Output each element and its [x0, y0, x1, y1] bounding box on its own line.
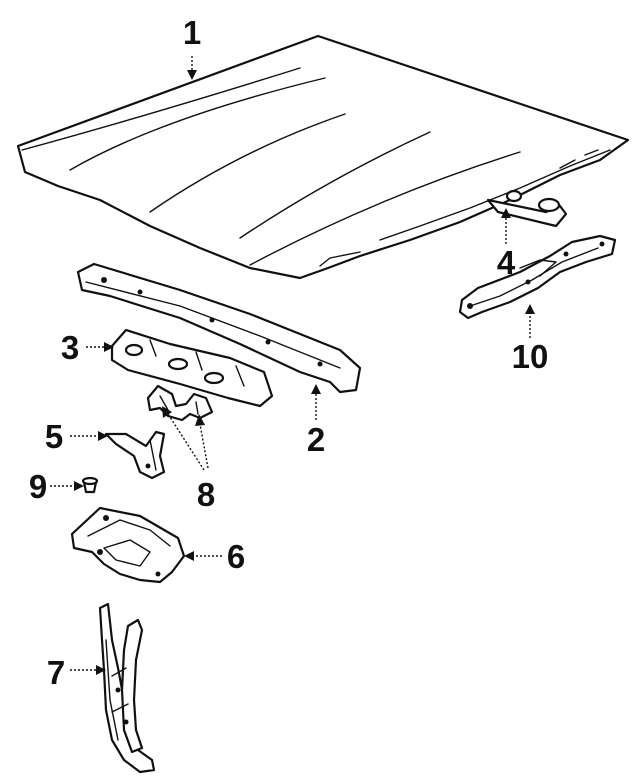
hinge: [458, 234, 617, 320]
front-rail: [76, 262, 362, 394]
arrowhead-1: [187, 70, 197, 80]
arrowhead-9: [74, 481, 84, 491]
support-brace: [98, 602, 156, 774]
leader-8b: [199, 423, 209, 469]
callout-5: 5: [45, 418, 63, 455]
callout-8: 8: [197, 476, 215, 513]
bumper: [81, 476, 99, 494]
arrowhead-8a: [162, 406, 172, 418]
arrowhead-6: [184, 551, 194, 561]
arrowhead-3: [104, 342, 114, 352]
callout-9: 9: [29, 468, 47, 505]
arrowhead-7: [96, 665, 106, 675]
hood-panel: [16, 34, 630, 280]
callout-4: 4: [497, 244, 516, 281]
lock-support: [70, 506, 186, 584]
callout-labels: 1 2 3 4 5 6 7 8 9 10: [29, 14, 549, 691]
callout-7: 7: [47, 654, 65, 691]
callout-6: 6: [227, 538, 245, 575]
callout-10: 10: [512, 338, 549, 375]
hinge-rod: [486, 189, 568, 228]
latch: [104, 430, 166, 480]
callout-3: 3: [61, 329, 79, 366]
arrowhead-5: [98, 431, 108, 441]
callout-2: 2: [307, 421, 325, 458]
arrowhead-8b: [195, 414, 205, 426]
arrowhead-10: [525, 304, 535, 314]
arrowhead-2: [311, 384, 321, 394]
leader-8a: [167, 413, 205, 471]
arrowhead-4: [501, 208, 511, 218]
rear-bracket: [110, 328, 274, 408]
callout-1: 1: [183, 14, 201, 51]
leader-lines: [50, 56, 535, 675]
